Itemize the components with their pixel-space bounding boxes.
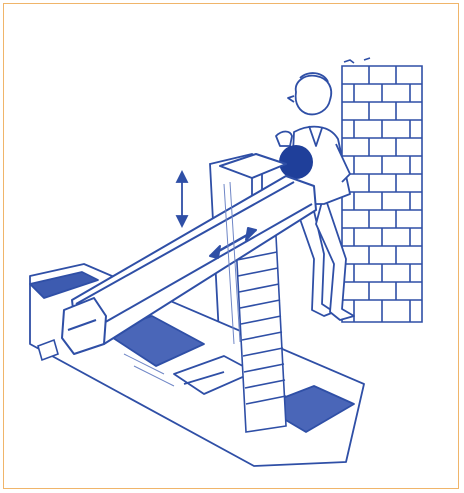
vertical-arrow-icon — [177, 172, 187, 226]
image-frame — [3, 3, 459, 489]
brick-wall — [342, 58, 422, 322]
blue-ball — [279, 145, 313, 179]
ramp-experiment-illustration — [24, 54, 434, 474]
